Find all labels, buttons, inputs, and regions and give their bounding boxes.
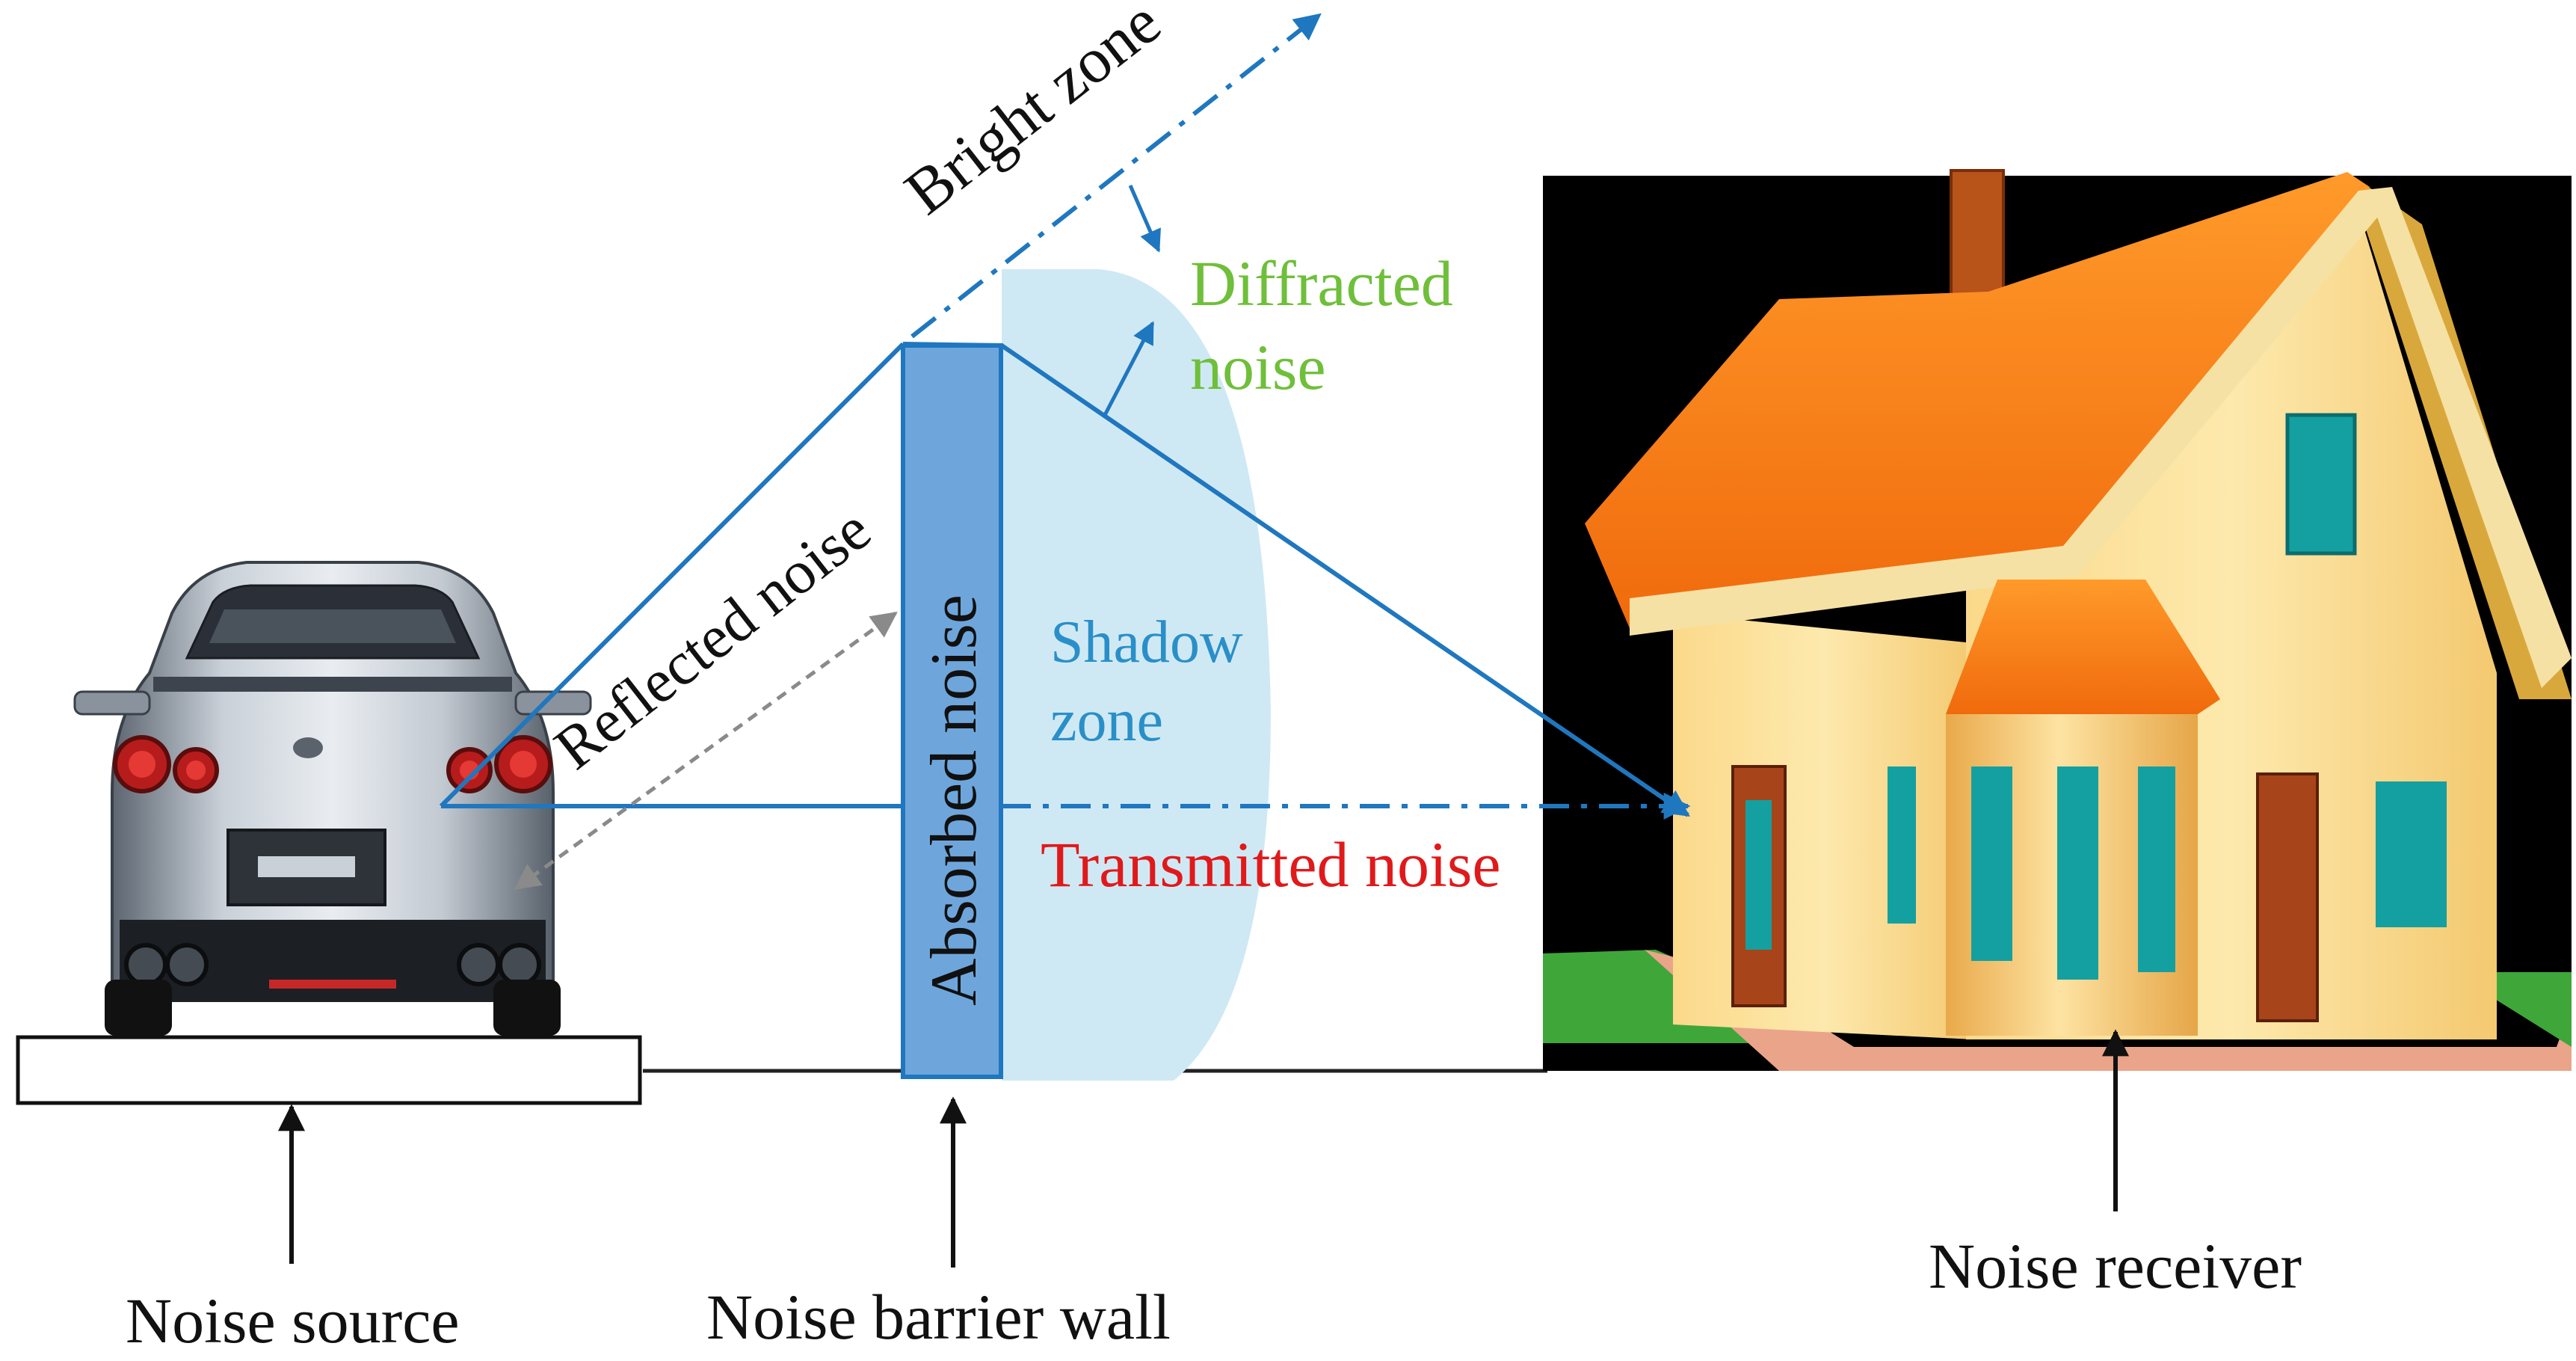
shadow-zone-area [1002,269,1271,1081]
shadow-zone-label-line2: zone [1050,688,1163,754]
diffracted-noise-label-line2: noise [1190,331,1326,403]
noise-rays [439,13,1691,891]
reflected-ray [514,611,898,891]
ray-barrier-top-segment [902,342,1002,348]
shadow-boundary-arrow [1128,184,1161,253]
reflected-noise-label: Reflected noise [542,495,883,782]
diffraction-pointer-arrow [1103,321,1155,417]
noise-barrier-wall-label: Noise barrier wall [706,1281,1171,1353]
source-platform [16,1035,642,1105]
diffracted-ray [1000,343,1690,817]
car-rear-icon [73,561,592,1036]
diffracted-noise-label-line1: Diffracted [1190,248,1453,319]
bright-zone-label: Bright zone [892,0,1174,228]
transmitted-noise-label: Transmitted noise [1041,829,1501,900]
house-icon [1543,169,2572,1071]
barrier-wall [901,343,1003,1079]
noise-receiver-label: Noise receiver [1929,1230,2302,1302]
noise-source-label: Noise source [126,1285,460,1357]
bright-zone-ray [910,13,1322,339]
shadow-zone-label-line1: Shadow [1050,609,1243,675]
absorbed-noise-label: Absorbed noise [918,595,990,1006]
